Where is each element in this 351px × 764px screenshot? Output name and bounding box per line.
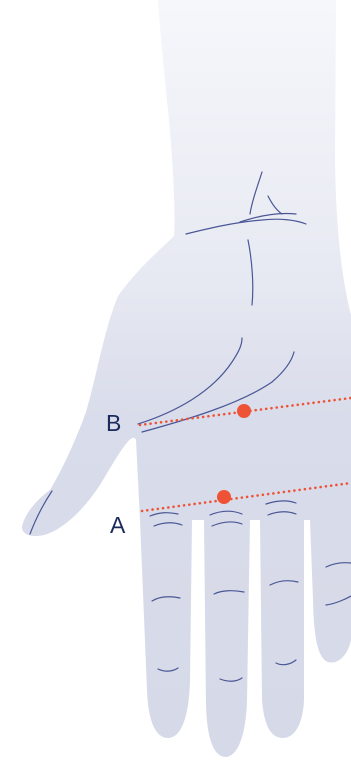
measure-point-b — [237, 404, 251, 418]
label-a: A — [110, 514, 125, 537]
measure-point-a — [217, 490, 231, 504]
hand-shape — [22, 0, 351, 757]
label-b: B — [106, 412, 121, 435]
palm-and-wrist — [22, 0, 351, 757]
